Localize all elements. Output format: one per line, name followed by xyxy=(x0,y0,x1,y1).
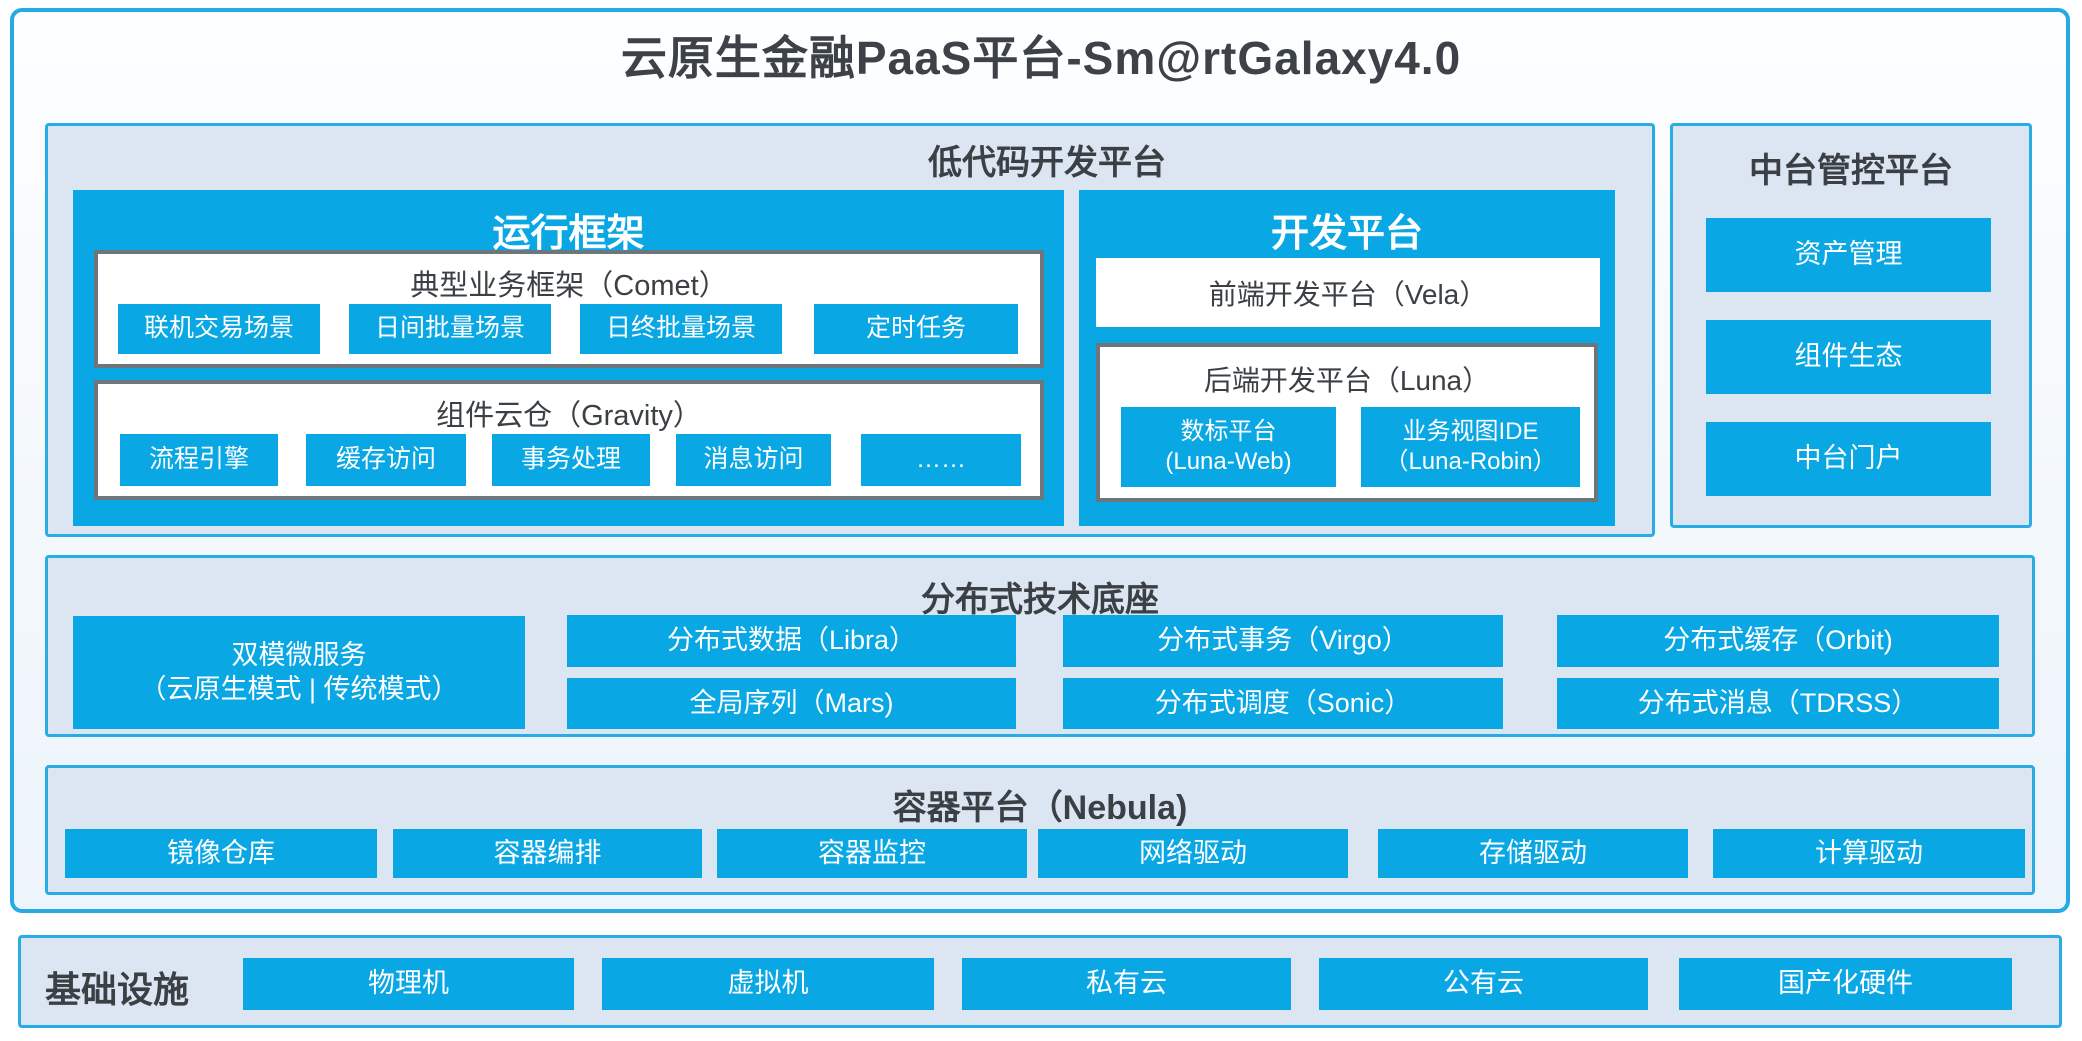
domestic-hardware-block: 国产化硬件 xyxy=(1679,958,2012,1010)
global-sequence-mars-block: 全局序列（Mars) xyxy=(567,678,1016,729)
daytime-batch-scenario-block: 日间批量场景 xyxy=(349,304,551,354)
gravity-warehouse-title: 组件云仓（Gravity） xyxy=(436,400,702,432)
physical-machine-block: 物理机 xyxy=(243,958,574,1010)
compute-driver-block: 计算驱动 xyxy=(1713,829,2025,878)
dev-platform-title: 开发平台 xyxy=(1270,213,1423,255)
vela-frontend-box: 前端开发平台（Vela） xyxy=(1096,258,1600,327)
distributed-message-tdrss-block: 分布式消息（TDRSS） xyxy=(1557,678,1999,729)
dual-mode-microservice-block: 双模微服务 （云原生模式 | 传统模式） xyxy=(73,616,525,729)
luna-web-line1: 数标平台 xyxy=(1180,418,1277,445)
luna-robin-block: 业务视图IDE （Luna-Robin） xyxy=(1361,407,1580,487)
mid-platform-portal-block: 中台门户 xyxy=(1706,422,1991,496)
container-platform-panel: 容器平台（Nebula) 镜像仓库 容器编排 容器监控 网络驱动 存储驱动 计算… xyxy=(45,765,2035,895)
virtual-machine-block: 虚拟机 xyxy=(602,958,934,1010)
ellipsis-block: …… xyxy=(861,434,1021,486)
distributed-cache-orbit-block: 分布式缓存（Orbit) xyxy=(1557,615,1999,667)
dev-platform-panel: 开发平台 前端开发平台（Vela） 后端开发平台（Luna） 数标平台 (Lun… xyxy=(1079,190,1615,526)
network-driver-block: 网络驱动 xyxy=(1038,829,1348,878)
eod-batch-scenario-block: 日终批量场景 xyxy=(580,304,782,354)
asset-management-block: 资产管理 xyxy=(1706,218,1991,292)
distributed-transaction-virgo-block: 分布式事务（Virgo） xyxy=(1063,615,1503,667)
dual-mode-line2: （云原生模式 | 传统模式） xyxy=(139,673,459,704)
container-orchestration-block: 容器编排 xyxy=(393,829,702,878)
runtime-framework-title: 运行框架 xyxy=(492,213,645,255)
comet-framework-box: 典型业务框架（Comet） 联机交易场景 日间批量场景 日终批量场景 定时任务 xyxy=(94,250,1044,368)
infrastructure-label: 基础设施 xyxy=(45,969,190,1010)
distributed-base-title: 分布式技术底座 xyxy=(921,581,1159,619)
distributed-scheduling-sonic-block: 分布式调度（Sonic） xyxy=(1063,678,1503,729)
luna-robin-line2: （Luna-Robin） xyxy=(1384,448,1557,475)
scheduled-task-block: 定时任务 xyxy=(814,304,1018,354)
container-monitoring-block: 容器监控 xyxy=(717,829,1027,878)
gravity-warehouse-box: 组件云仓（Gravity） 流程引擎 缓存访问 事务处理 消息访问 …… xyxy=(94,380,1044,500)
mid-platform-panel: 中台管控平台 资产管理 组件生态 中台门户 xyxy=(1670,123,2032,528)
luna-web-line2: (Luna-Web) xyxy=(1165,448,1292,475)
transaction-processing-block: 事务处理 xyxy=(492,434,650,486)
page-title: 云原生金融PaaS平台-Sm@rtGalaxy4.0 xyxy=(620,32,1462,84)
image-registry-block: 镜像仓库 xyxy=(65,829,377,878)
dual-mode-line1: 双模微服务 xyxy=(231,639,367,670)
online-transaction-scenario-block: 联机交易场景 xyxy=(118,304,320,354)
private-cloud-block: 私有云 xyxy=(962,958,1291,1010)
public-cloud-block: 公有云 xyxy=(1319,958,1648,1010)
low-code-platform-title: 低代码开发平台 xyxy=(928,144,1166,182)
message-access-block: 消息访问 xyxy=(676,434,831,486)
cache-access-block: 缓存访问 xyxy=(306,434,466,486)
component-ecosystem-block: 组件生态 xyxy=(1706,320,1991,394)
infrastructure-panel: 基础设施 物理机 虚拟机 私有云 公有云 国产化硬件 xyxy=(18,935,2062,1028)
luna-backend-title: 后端开发平台（Luna） xyxy=(1203,365,1491,396)
comet-framework-title: 典型业务框架（Comet） xyxy=(410,270,728,302)
process-engine-block: 流程引擎 xyxy=(120,434,278,486)
low-code-platform-panel: 低代码开发平台 运行框架 典型业务框架（Comet） 联机交易场景 日间批量场景… xyxy=(45,123,1655,537)
mid-platform-title: 中台管控平台 xyxy=(1749,152,1953,190)
distributed-base-panel: 分布式技术底座 双模微服务 （云原生模式 | 传统模式） 分布式数据（Libra… xyxy=(45,555,2035,737)
luna-web-block: 数标平台 (Luna-Web) xyxy=(1121,407,1336,487)
container-platform-title: 容器平台（Nebula) xyxy=(892,789,1188,827)
luna-robin-line1: 业务视图IDE xyxy=(1402,418,1539,445)
runtime-framework-panel: 运行框架 典型业务框架（Comet） 联机交易场景 日间批量场景 日终批量场景 … xyxy=(73,190,1064,526)
distributed-data-libra-block: 分布式数据（Libra） xyxy=(567,615,1016,667)
storage-driver-block: 存储驱动 xyxy=(1378,829,1688,878)
luna-backend-box: 后端开发平台（Luna） 数标平台 (Luna-Web) 业务视图IDE （Lu… xyxy=(1096,343,1598,502)
